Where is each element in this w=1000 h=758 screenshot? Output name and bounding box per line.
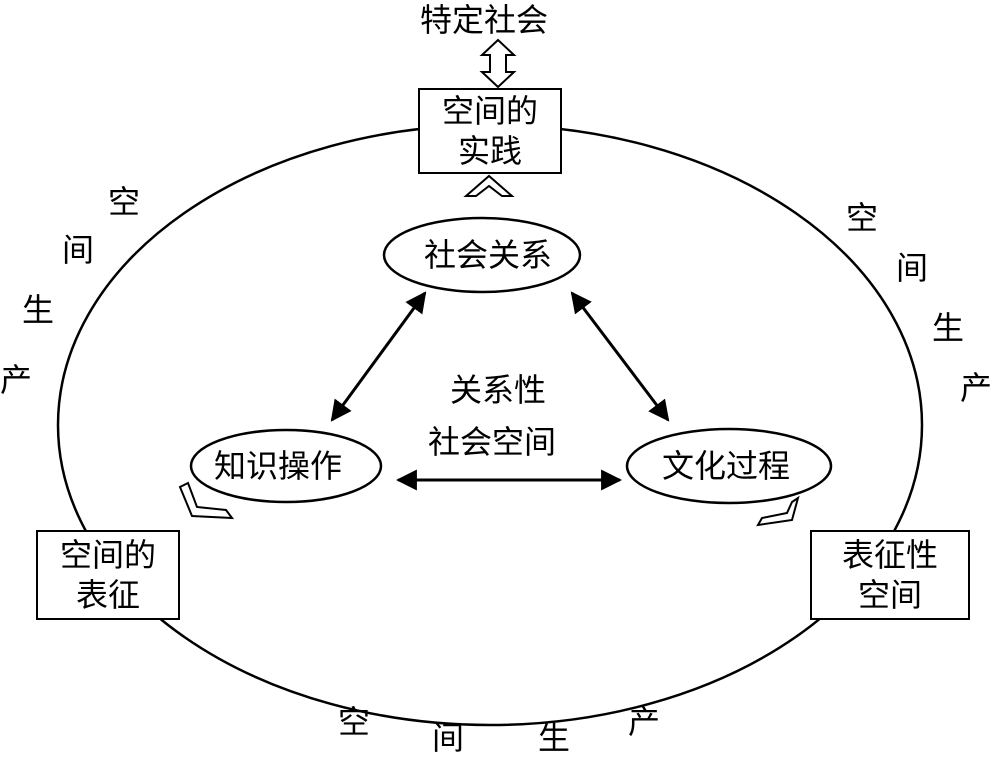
node-social-relations: 社会关系 (424, 236, 553, 274)
box-spatial-practice-line2: 实践 (457, 132, 522, 170)
node-ellipse-culture (625, 427, 833, 505)
box-representation-line2: 表征 (75, 576, 140, 614)
arc-bottom-char-2: 间 (432, 719, 465, 757)
arc-left-char-4: 产 (0, 361, 33, 399)
arrow-relations-knowledge (330, 291, 427, 422)
arc-left-char-2: 间 (62, 231, 95, 269)
arc-right-char-4: 产 (960, 369, 993, 407)
arc-bottom-char-3: 生 (538, 719, 571, 757)
arc-left-char-1: 空 (108, 183, 141, 221)
chevron-top (463, 174, 515, 197)
hollow-double-arrow (479, 38, 517, 89)
specific-society-label: 特定社会 (420, 1, 549, 39)
box-representational-space: 表征性 空间 (810, 530, 970, 620)
arc-right-char-1: 空 (846, 199, 879, 237)
box-representational-line1: 表征性 (841, 536, 938, 574)
center-line1: 关系性 (450, 371, 547, 409)
center-line2: 社会空间 (428, 423, 557, 461)
arrow-relations-culture (570, 291, 670, 422)
chevron-right (756, 495, 800, 527)
box-representational-line2: 空间 (857, 576, 922, 614)
arc-right-char-3: 生 (932, 309, 965, 347)
node-ellipse-knowledge (189, 428, 383, 504)
arc-bottom-char-1: 空 (338, 703, 371, 741)
arc-bottom-char-4: 产 (628, 703, 661, 741)
box-representation-of-space: 空间的 表征 (36, 530, 180, 620)
arc-right-char-2: 间 (896, 249, 929, 287)
node-knowledge-operation: 知识操作 (214, 447, 343, 485)
chevron-left (178, 481, 235, 520)
node-cultural-process: 文化过程 (662, 447, 791, 485)
box-spatial-practice-line1: 空间的 (441, 92, 538, 130)
box-spatial-practice: 空间的 实践 (418, 88, 562, 174)
box-representation-line1: 空间的 (59, 536, 156, 574)
node-ellipse-social-relations (382, 216, 582, 294)
arc-left-char-3: 生 (22, 291, 55, 329)
